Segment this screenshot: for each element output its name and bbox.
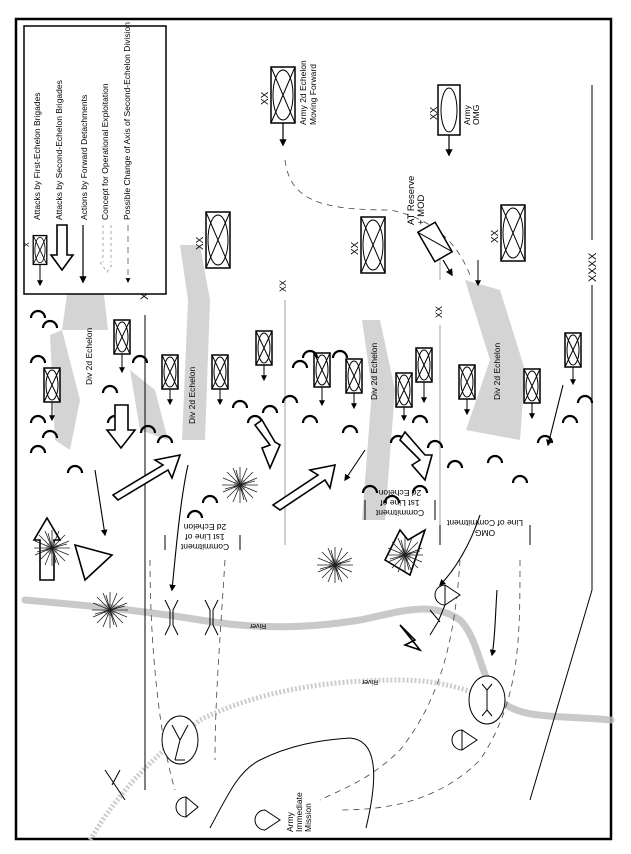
svg-text:AT Reserve: AT Reserve bbox=[406, 176, 417, 225]
commitment-line-2: 2d Echelon 1st Line of Commitment bbox=[364, 488, 436, 520]
legend-item-second-echelon: Attacks by Second-Echelon Brigades bbox=[49, 80, 75, 272]
svg-text:Commitment: Commitment bbox=[375, 508, 424, 518]
svg-text:2d Echelon: 2d Echelon bbox=[183, 522, 226, 532]
brigade-4 bbox=[211, 354, 229, 406]
div-2d-echelon-label: Div 2d Echelon bbox=[369, 343, 379, 400]
brigade-6 bbox=[313, 352, 331, 407]
army-mission-label: Army bbox=[285, 811, 295, 832]
commitment-line-1: 2d Echelon 1st Line of Commitment bbox=[164, 522, 241, 552]
svg-text:+ MOD: + MOD bbox=[416, 195, 427, 225]
brigade-8 bbox=[395, 372, 413, 422]
army-boundary-left: XXXX bbox=[139, 270, 151, 790]
svg-text:XX: XX bbox=[490, 229, 501, 243]
legend-box bbox=[23, 25, 167, 295]
army-boundary-right: XXXX bbox=[529, 85, 599, 801]
svg-text:XX: XX bbox=[434, 306, 444, 318]
army-immediate-mission-boundary bbox=[209, 737, 375, 829]
svg-text:Commitment: Commitment bbox=[180, 542, 229, 552]
first-echelon-brigades bbox=[43, 319, 582, 422]
objective-markers bbox=[175, 584, 478, 831]
svg-text:Army 2d Echelon: Army 2d Echelon bbox=[298, 60, 308, 125]
river-secondary bbox=[87, 677, 492, 842]
division-reserve-3: XX bbox=[490, 204, 526, 262]
hollow-arrow-icon bbox=[49, 224, 75, 272]
svg-text:OMG: OMG bbox=[471, 105, 481, 125]
svg-text:Attacks by First-Echelon Briga: Attacks by First-Echelon Brigades bbox=[32, 92, 42, 220]
echelon-bands bbox=[50, 190, 525, 520]
div-2d-echelon-label: Div 2d Echelon bbox=[187, 367, 197, 424]
svg-text:XX: XX bbox=[278, 280, 288, 292]
svg-text:XX: XX bbox=[350, 241, 361, 255]
svg-text:XX: XX bbox=[429, 106, 440, 120]
legend-item-change-of-axis: Possible Change of Axis of Second-Echelo… bbox=[122, 22, 132, 283]
brigade-10 bbox=[458, 364, 476, 416]
river-label: River bbox=[249, 622, 266, 629]
light-dashed-arrow-icon bbox=[99, 225, 115, 273]
division-reserve-2: XX bbox=[350, 216, 386, 274]
brigade-1 bbox=[43, 367, 61, 422]
svg-text:XX: XX bbox=[260, 91, 271, 105]
svg-text:Army: Army bbox=[462, 104, 472, 125]
army-mission-flag-icon bbox=[254, 809, 281, 831]
river-label: River bbox=[361, 678, 378, 685]
brigade-2 bbox=[113, 319, 131, 374]
brigade-11 bbox=[523, 368, 541, 420]
army-omg-unit: XX Army OMG bbox=[429, 84, 481, 157]
svg-text:Concept for Operational Exploi: Concept for Operational Exploitation bbox=[100, 83, 110, 220]
legend-item-operational-exploitation: Concept for Operational Exploitation bbox=[99, 83, 115, 273]
division-reserve-1: XX bbox=[195, 211, 231, 269]
svg-text:2d Echelon: 2d Echelon bbox=[378, 488, 421, 498]
brigade-5 bbox=[255, 330, 273, 382]
army-mission-label: Immediate bbox=[294, 792, 304, 832]
legend: X Attacks by First-Echelon Brigades Atta… bbox=[23, 22, 167, 295]
map-frame bbox=[14, 17, 613, 841]
bridges bbox=[104, 599, 446, 801]
svg-text:1st Line of: 1st Line of bbox=[185, 532, 225, 542]
brigade-9 bbox=[415, 347, 433, 404]
exploitation-route-2 bbox=[339, 559, 521, 811]
div-2d-echelon-label: Div 2d Echelon bbox=[84, 328, 94, 385]
legend-item-first-echelon: X Attacks by First-Echelon Brigades bbox=[24, 92, 48, 287]
svg-text:X: X bbox=[24, 242, 31, 247]
brigade-7 bbox=[345, 358, 363, 410]
svg-text:XXXX: XXXX bbox=[587, 252, 599, 282]
div-2d-echelon-label: Div 2d Echelon bbox=[492, 343, 502, 400]
svg-text:1st Line of: 1st Line of bbox=[380, 498, 420, 508]
svg-text:Moving Forward: Moving Forward bbox=[308, 64, 318, 125]
svg-text:Line of Commitment: Line of Commitment bbox=[446, 518, 523, 528]
brigade-12 bbox=[564, 332, 582, 386]
crossing-points bbox=[161, 675, 506, 765]
army-2d-echelon-unit: XX Army 2d Echelon Moving Forward bbox=[260, 60, 318, 147]
forward-detachment-arrows bbox=[94, 384, 564, 657]
exploitation-route-5 bbox=[149, 559, 176, 791]
exploitation-route-3 bbox=[319, 559, 461, 801]
army-mission-label: Mission bbox=[303, 803, 313, 832]
svg-text:Possible Change of Axis of Sec: Possible Change of Axis of Second-Echelo… bbox=[122, 22, 132, 220]
exploitation-route-4 bbox=[214, 559, 226, 761]
brigade-3 bbox=[161, 354, 179, 406]
svg-text:Actions by Forward Detachments: Actions by Forward Detachments bbox=[79, 95, 89, 220]
svg-text:XX: XX bbox=[195, 236, 206, 250]
at-reserve-unit: AT Reserve + MOD bbox=[406, 176, 481, 287]
omg-commitment-line: OMG Line of Commitment bbox=[439, 518, 531, 545]
legend-item-forward-detachments: Actions by Forward Detachments bbox=[79, 95, 89, 284]
svg-text:Attacks by Second-Echelon Brig: Attacks by Second-Echelon Brigades bbox=[54, 80, 64, 220]
exploitation-route-1 bbox=[284, 159, 471, 276]
svg-text:OMG: OMG bbox=[475, 528, 495, 538]
